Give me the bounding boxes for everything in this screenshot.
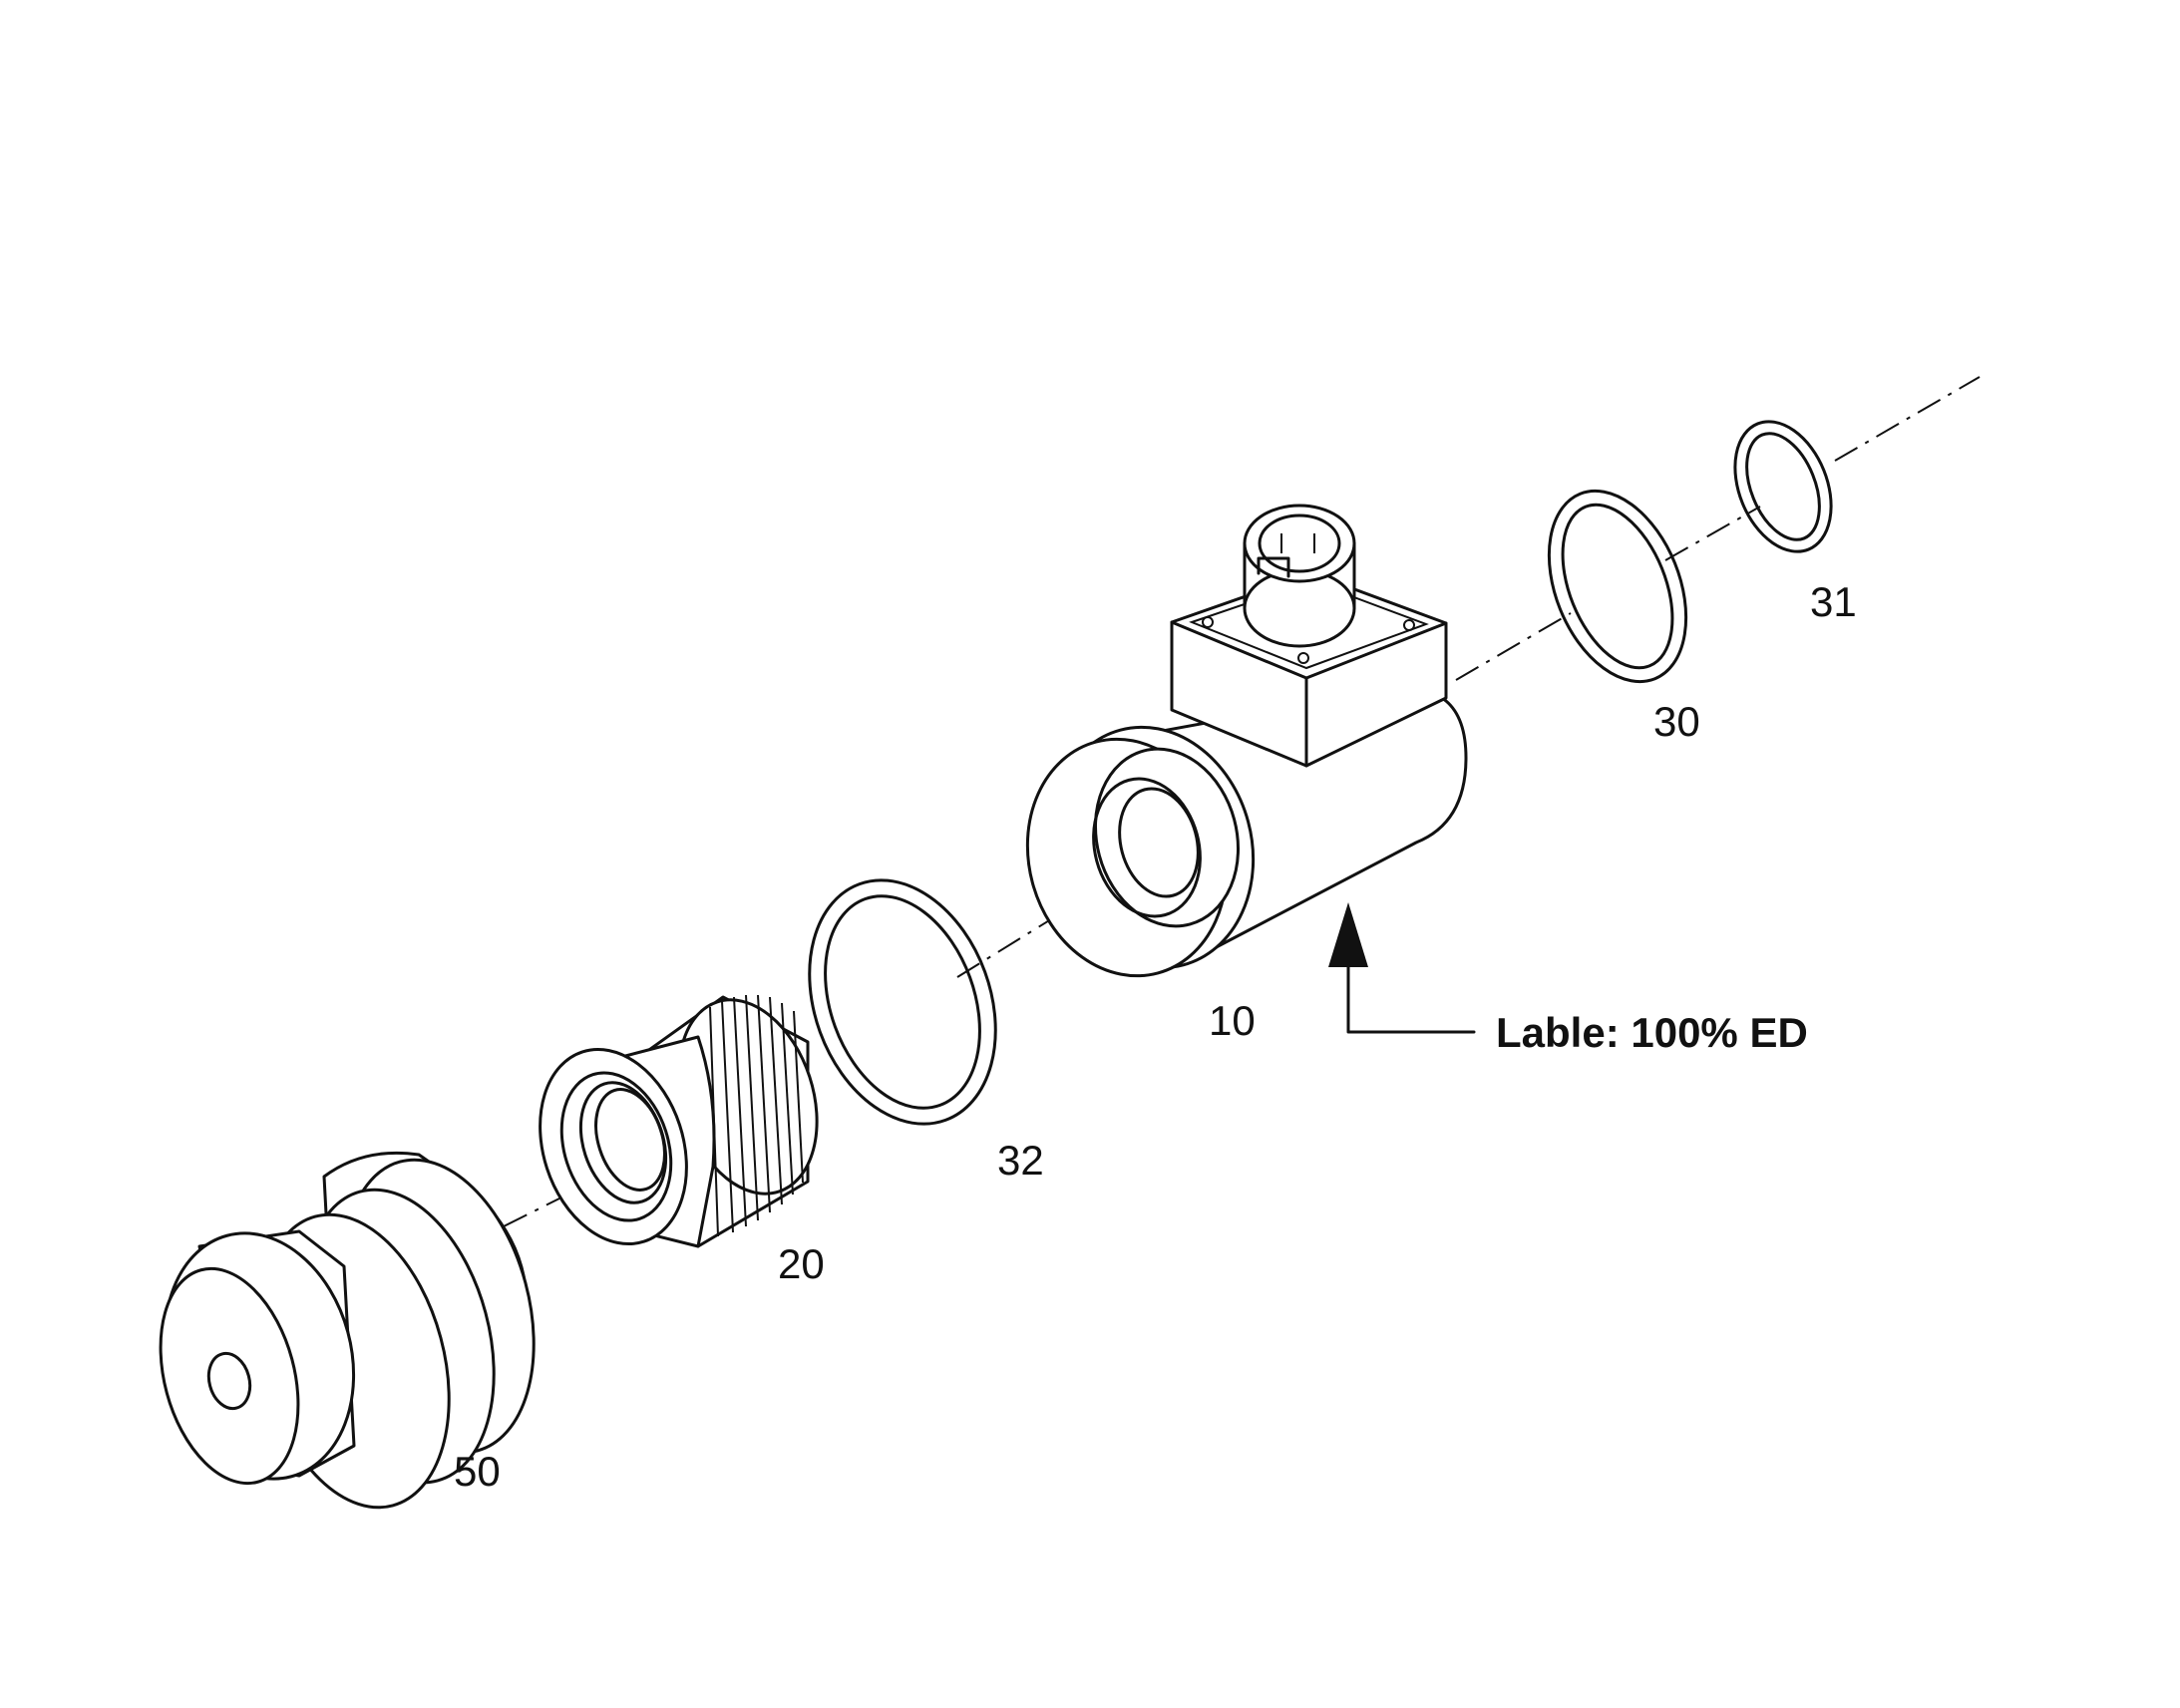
part-number-20: 20 xyxy=(778,1240,825,1287)
o-ring-30 xyxy=(1547,489,1688,684)
label-callout: Lable: 100% ED xyxy=(1328,902,1808,1056)
o-ring-31 xyxy=(1733,420,1833,553)
knurled-nut-20 xyxy=(539,994,819,1248)
solenoid-coil-10 xyxy=(1025,504,1468,978)
part-number-10: 10 xyxy=(1209,997,1256,1044)
part-number-32: 32 xyxy=(997,1137,1044,1184)
cap-50 xyxy=(159,1151,536,1510)
o-ring-32 xyxy=(808,878,997,1126)
callout-arrowhead xyxy=(1328,902,1368,967)
part-number-30: 30 xyxy=(1653,698,1700,745)
part-number-31: 31 xyxy=(1810,578,1857,625)
callout-text: Lable: 100% ED xyxy=(1496,1009,1808,1056)
part-number-50: 50 xyxy=(454,1448,501,1495)
